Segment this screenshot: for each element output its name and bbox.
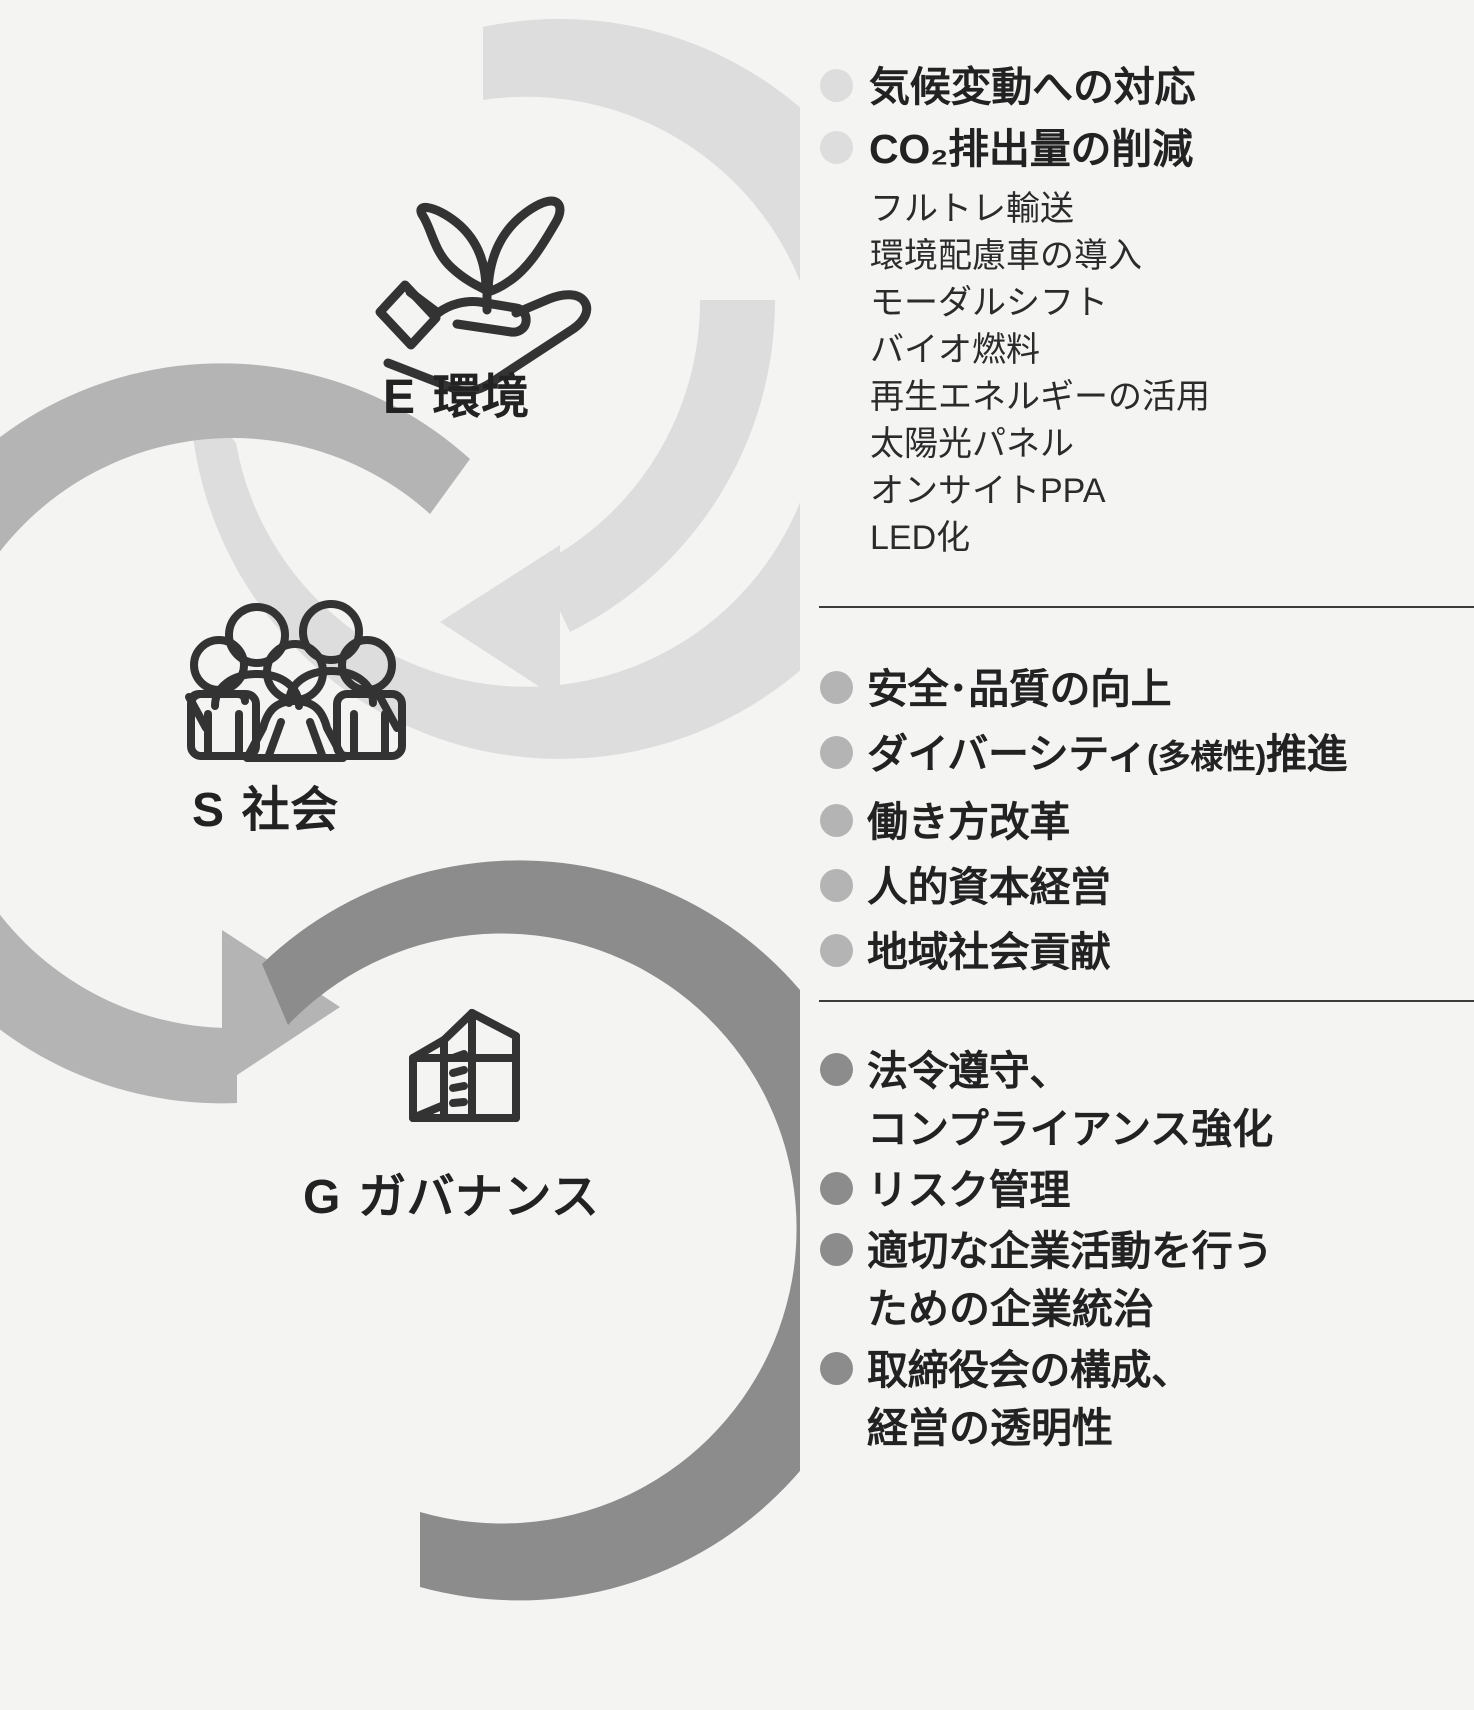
environment-topics: 気候変動への対応 CO₂排出量の削減 フルトレ輸送 環境配慮車の導入 モーダルシ… [808,58,1474,562]
environment-ring-arrow [189,18,800,759]
list-item: 太陽光パネル [870,425,1074,463]
esg-topics-panel: 気候変動への対応 CO₂排出量の削減 フルトレ輸送 環境配慮車の導入 モーダルシ… [808,0,1474,1710]
governance-mark: G [303,1171,341,1224]
governance-bullet-2: リスク管理 [867,1167,1070,1213]
environment-bullet-1: 気候変動への対応 [869,64,1196,110]
social-mark: S [192,784,225,837]
governance-bullet-1: 法令遵守、 コンプライアンス強化 [867,1042,1273,1158]
list-item: オンサイトPPA [870,472,1106,510]
list-item: 法令遵守、 コンプライアンス強化 [808,1042,1474,1158]
people-group-icon [185,600,406,762]
governance-bullet-3: 適切な企業活動を行う ための企業統治 [867,1222,1273,1338]
list-item: 安全･品質の向上 [808,660,1474,718]
social-bullet-2-paren: (多様性) [1147,738,1266,775]
environment-word: 環境 [432,371,530,424]
environment-sub-list: フルトレ輸送 環境配慮車の導入 モーダルシフト バイオ燃料 再生エネルギーの活用… [870,186,1474,562]
governance-ring-label: G ガバナンス [303,1157,600,1227]
list-item: バイオ燃料 [870,331,1040,369]
bullet-dot-icon [820,1172,853,1205]
governance-bullet-1-line2: コンプライアンス強化 [867,1106,1274,1152]
bullet-dot-icon [820,869,853,902]
social-bullet-2-main: ダイバーシティ [867,731,1148,777]
social-bullet-2: ダイバーシティ(多様性)推進 [867,725,1348,786]
list-item: リスク管理 [808,1161,1474,1219]
bullet-dot-icon [820,934,853,967]
list-item: 気候変動への対応 [808,58,1474,116]
list-item: 適切な企業活動を行う ための企業統治 [808,1222,1474,1338]
environment-bullet-2: CO₂排出量の削減 [869,126,1193,172]
social-bullet-5: 地域社会貢献 [867,929,1111,975]
list-item: CO₂排出量の削減 [808,120,1474,178]
list-item: 再生エネルギーの活用 [870,378,1210,416]
bullet-dot-icon [820,671,853,704]
esg-cycle-diagram: E 環境 S 社会 G ガバナンス [0,18,800,1601]
bullet-dot-icon [820,1352,853,1385]
office-buildings-icon [409,1009,520,1122]
bullet-dot-icon [820,804,853,837]
social-bullet-3: 働き方改革 [867,799,1070,845]
list-item: 働き方改革 [808,793,1474,851]
list-item: 環境配慮車の導入 [870,237,1142,275]
social-ring-label: S 社会 [192,770,339,840]
section-divider [819,606,1474,608]
governance-topics: 法令遵守、 コンプライアンス強化 リスク管理 適切な企業活動を行う ための企業統… [808,1042,1474,1460]
governance-bullet-4: 取締役会の構成、 経営の透明性 [867,1341,1192,1457]
list-item: ダイバーシティ(多様性)推進 [808,725,1474,786]
governance-bullet-3-line1: 適切な企業活動を行う [867,1228,1273,1274]
plant-in-hand-icon [375,196,592,396]
governance-bullet-3-line2: ための企業統治 [867,1286,1154,1332]
bullet-dot-icon [820,131,853,164]
bullet-dot-icon [820,69,853,102]
governance-ring-arrow [262,860,800,1601]
list-item: モーダルシフト [870,284,1108,322]
social-topics: 安全･品質の向上 ダイバーシティ(多様性)推進 働き方改革 人的資本経営 地域社… [808,660,1474,988]
environment-ring-label: E 環境 [383,357,530,427]
governance-word: ガバナンス [358,1171,600,1224]
governance-bullet-1-line1: 法令遵守、 [867,1048,1070,1094]
social-bullet-4: 人的資本経営 [867,864,1111,910]
social-word: 社会 [241,784,339,837]
list-item: 地域社会貢献 [808,923,1474,981]
section-divider [819,1000,1474,1002]
bullet-dot-icon [820,1233,853,1266]
bullet-dot-icon [820,1053,853,1086]
environment-mark: E [383,371,416,424]
governance-bullet-4-line2: 経営の透明性 [867,1405,1113,1451]
list-item: 取締役会の構成、 経営の透明性 [808,1341,1474,1457]
list-item: LED化 [870,519,971,557]
list-item: フルトレ輸送 [870,190,1074,228]
bullet-dot-icon [820,736,853,769]
list-item: 人的資本経営 [808,858,1474,916]
social-bullet-2-tail: 推進 [1265,731,1348,777]
social-bullet-1: 安全･品質の向上 [867,666,1172,712]
governance-bullet-4-line1: 取締役会の構成、 [867,1347,1192,1393]
